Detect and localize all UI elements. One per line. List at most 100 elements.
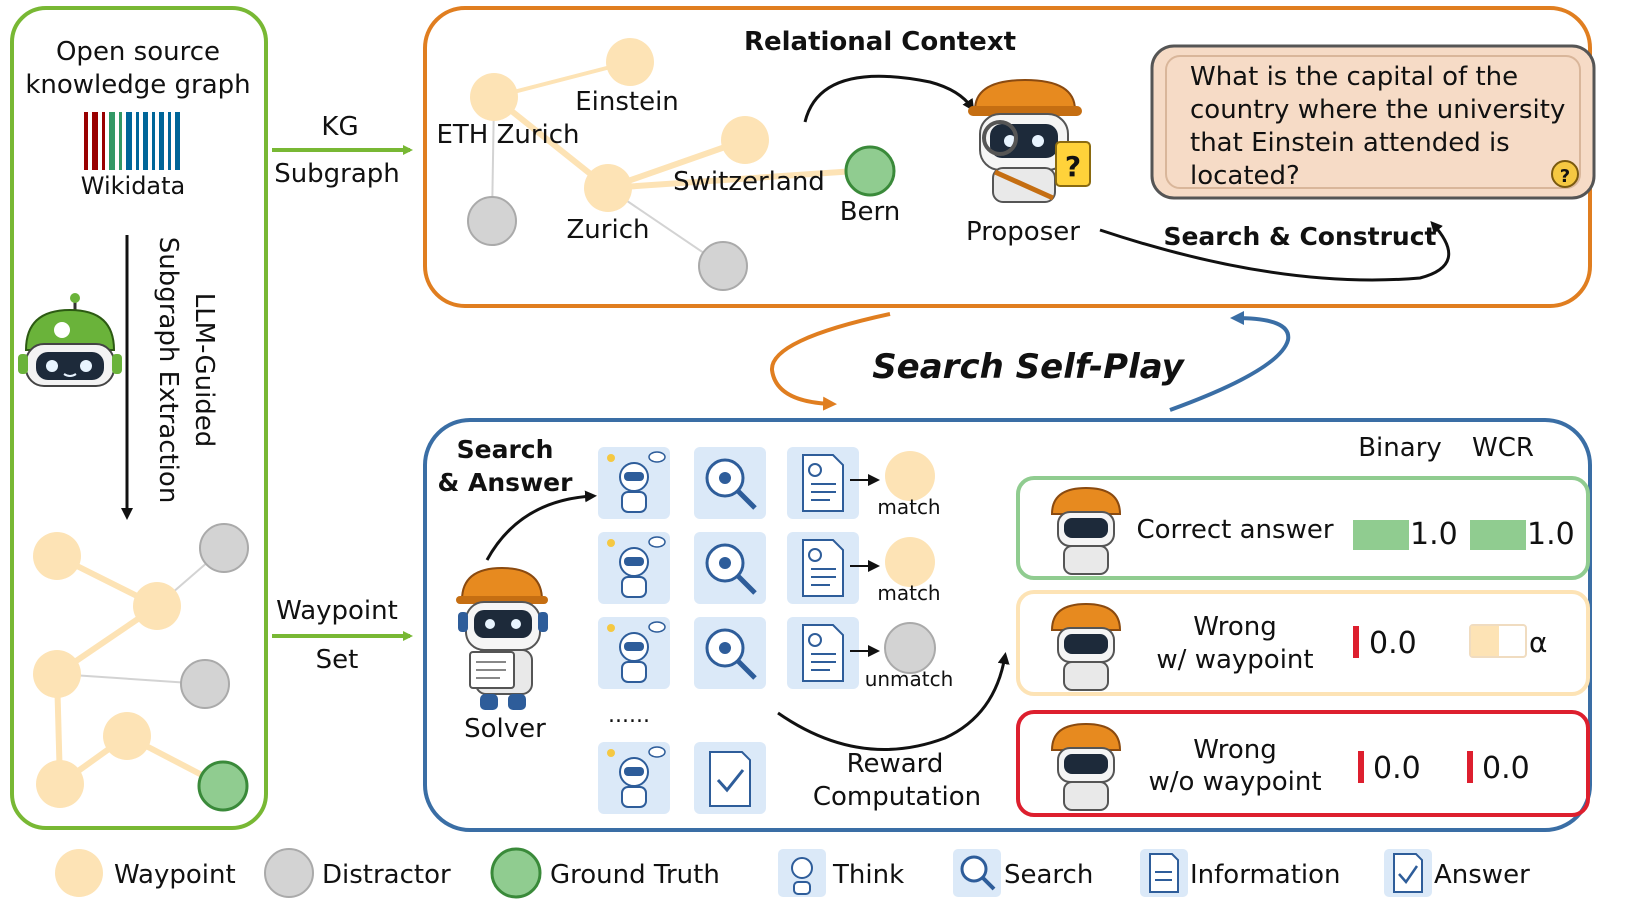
waypoint-node <box>33 650 81 698</box>
solver-label: Solver <box>464 714 546 744</box>
action-row-1: match <box>598 447 941 519</box>
reward-arrow <box>777 652 1010 752</box>
reward-label-line1: Reward <box>847 749 944 779</box>
outcome-2-label-line2: w/ waypoint <box>1156 645 1313 675</box>
svg-text:?: ? <box>1560 166 1570 187</box>
waypoint-label-line1: Waypoint <box>276 596 398 626</box>
legend-item-think: Think <box>778 849 904 897</box>
ground-truth-swatch <box>490 847 542 899</box>
action-row-final <box>598 742 766 814</box>
robot-avatar-icon <box>1050 486 1122 575</box>
extraction-label-line1: LLM-Guided <box>189 293 219 448</box>
extractor-robot-icon <box>18 293 122 387</box>
question-line4: located? <box>1190 161 1300 191</box>
wcr-reward-bar <box>1470 520 1526 550</box>
outcome-wrong-without-waypoint: Wrong w/o waypoint 0.0 0.0 <box>1016 710 1590 817</box>
wcr-reward-bar <box>1467 751 1473 783</box>
waypoint-node <box>33 532 81 580</box>
outcome-1-wcr: 1.0 <box>1527 517 1575 552</box>
left-title-line1: Open source <box>56 37 220 67</box>
search-answer-line1: Search <box>457 435 554 464</box>
wcr-reward-bar <box>1471 626 1499 656</box>
outcome-2-label-line1: Wrong <box>1193 612 1277 642</box>
robot-avatar-icon <box>1050 602 1122 691</box>
question-box: What is the capital of the country where… <box>1150 44 1596 200</box>
legend-item-ground-truth: Ground Truth <box>490 847 720 899</box>
solver-arrow <box>485 490 597 561</box>
legend-item-search: Search <box>953 849 1093 897</box>
proposer-panel: Relational Context Einstein ETH Zurich S… <box>423 6 1596 308</box>
ellipsis: ...... <box>608 703 650 728</box>
outcome-3-binary: 0.0 <box>1373 751 1421 786</box>
question-line1: What is the capital of the <box>1190 62 1518 92</box>
distractor-node <box>467 196 517 246</box>
kg-subgraph-arrow: KG Subgraph <box>272 112 413 189</box>
outcome-3-label-line1: Wrong <box>1193 735 1277 765</box>
distractor-node <box>698 241 748 291</box>
wikidata-logo <box>84 112 180 170</box>
zurich-label: Zurich <box>567 215 650 245</box>
legend-item-waypoint: Waypoint <box>55 849 236 897</box>
distractor-node <box>199 523 249 573</box>
outcome-3-wcr: 0.0 <box>1482 751 1530 786</box>
wikidata-label: Wikidata <box>81 172 186 200</box>
proposer-label: Proposer <box>966 217 1080 247</box>
question-line2: country where the university <box>1190 95 1565 125</box>
waypoint-node <box>133 582 181 630</box>
legend-distractor-label: Distractor <box>322 860 451 890</box>
zurich-node <box>584 164 632 212</box>
distractor-node <box>884 622 936 674</box>
proposer-robot-icon: ? <box>968 78 1091 203</box>
binary-reward-bar <box>1353 626 1359 658</box>
outcome-wrong-with-waypoint: Wrong w/ waypoint 0.0 α <box>1016 590 1590 696</box>
outcome-3-label-line2: w/o waypoint <box>1148 767 1321 797</box>
bern-node <box>844 145 896 197</box>
solver-panel: Search & Answer Solver <box>423 418 1592 832</box>
bern-label: Bern <box>840 197 901 227</box>
waypoint-swatch <box>55 849 103 897</box>
waypoint-node <box>36 760 84 808</box>
legend: Waypoint Distractor Ground Truth Think S… <box>55 847 1530 899</box>
ground-truth-node <box>197 760 249 812</box>
kg-label-line1: KG <box>321 112 358 142</box>
row-status-2: match <box>877 581 940 605</box>
solver-robot-icon <box>456 566 548 710</box>
robot-avatar-icon <box>1050 722 1122 811</box>
outcome-2-binary: 0.0 <box>1369 626 1417 661</box>
legend-think-label: Think <box>832 860 904 890</box>
waypoint-graph <box>33 523 249 812</box>
row-status-1: match <box>877 495 940 519</box>
svg-text:?: ? <box>1065 150 1081 183</box>
binary-reward-bar <box>1353 520 1409 550</box>
binary-reward-bar <box>1358 751 1364 783</box>
relational-context-arrow <box>803 74 975 123</box>
legend-item-information: Information <box>1140 849 1341 897</box>
switzerland-node <box>721 116 769 164</box>
distractor-swatch <box>264 848 314 898</box>
waypoint-node <box>103 712 151 760</box>
search-answer-line2: & Answer <box>438 468 574 497</box>
outcome-1-binary: 1.0 <box>1410 517 1458 552</box>
question-line3: that Einstein attended is <box>1190 128 1510 158</box>
question-mark-icon <box>1551 160 1579 188</box>
legend-item-answer: Answer <box>1384 849 1530 897</box>
distractor-node <box>180 659 230 709</box>
context-graph: Einstein ETH Zurich Switzerland Zurich B… <box>436 38 901 291</box>
search-self-play-label: Search Self-Play <box>872 347 1185 387</box>
waypoint-node <box>885 537 935 587</box>
legend-item-distractor: Distractor <box>264 848 451 898</box>
switzerland-label: Switzerland <box>673 167 825 197</box>
outcome-correct: Correct answer 1.0 1.0 <box>1016 476 1590 580</box>
left-panel: Open source knowledge graph Wikidata LLM… <box>10 6 268 830</box>
extraction-label-line2: Subgraph Extraction <box>153 237 183 504</box>
action-row-3: unmatch <box>598 617 953 691</box>
relational-context-label: Relational Context <box>744 27 1016 57</box>
legend-information-label: Information <box>1190 860 1341 890</box>
self-play-loop: Search Self-Play <box>770 311 1291 412</box>
waypoint-label-line2: Set <box>316 645 359 675</box>
legend-ground-truth-label: Ground Truth <box>550 860 720 890</box>
eth-zurich-label: ETH Zurich <box>436 120 579 150</box>
einstein-label: Einstein <box>575 87 679 117</box>
waypoint-set-arrow: Waypoint Set <box>272 596 413 675</box>
